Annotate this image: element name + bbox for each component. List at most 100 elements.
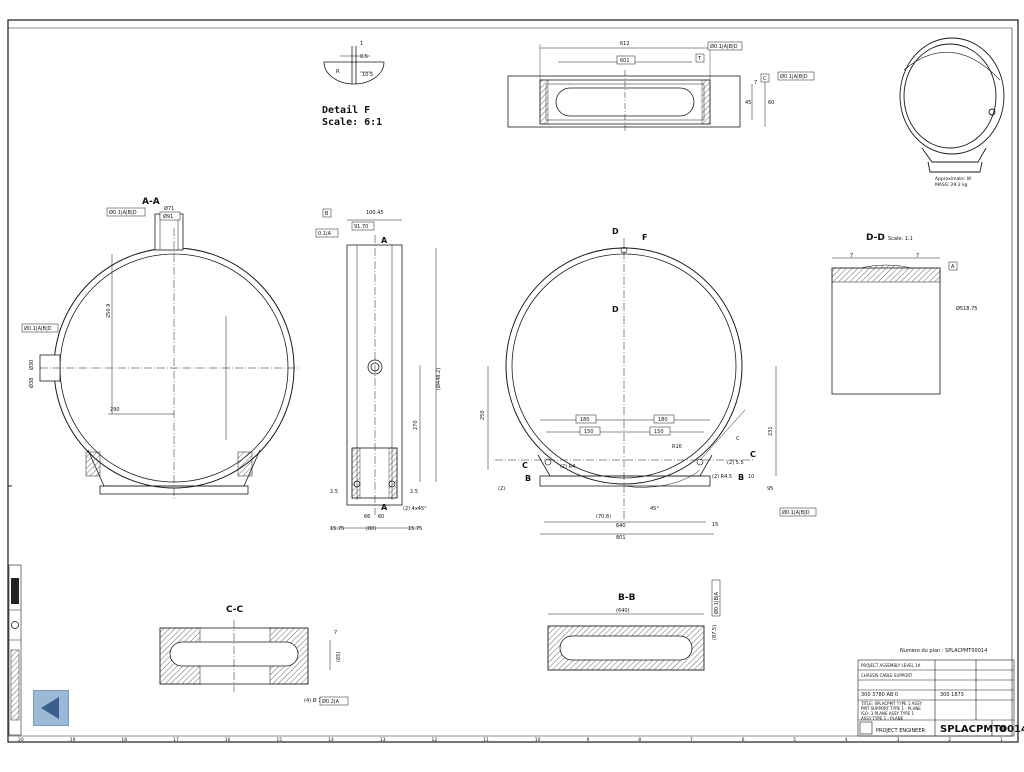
frame-index-label: 5: [793, 737, 796, 743]
section-bb-dim: (640): [616, 608, 629, 614]
front-view-dim: 150: [654, 429, 664, 435]
side-view: [330, 219, 437, 529]
front-view-dim: 95: [767, 486, 773, 492]
side-view-dim: 15.75: [408, 526, 422, 532]
frame-index-label: 18: [121, 737, 127, 743]
top-view-dim: C: [763, 76, 767, 82]
front-view-dim: 231: [768, 426, 774, 436]
side-view-section-marker: A: [381, 503, 388, 512]
title-block-row: PMT SUPPORT TYPE 1 - PLANE: [861, 706, 921, 711]
previous-page-button[interactable]: [33, 690, 69, 726]
front-view-dim: 180: [658, 417, 668, 423]
top-view-dim: 45: [745, 100, 751, 106]
section-dd-datum: A: [951, 264, 955, 270]
section-bb-tolerance: Ø0.1|B|A: [713, 591, 720, 614]
title-block-row: 300 3780 AB 0: [861, 692, 898, 698]
drawing-number: SPLACPMT0014: [940, 724, 1024, 735]
section-dd-view: [831, 257, 941, 395]
section-aa-view: [39, 213, 300, 500]
frame-index-label: 8: [638, 737, 641, 743]
title-block-row: ISO- 3 PLANE ASSY TYPE 1: [861, 711, 914, 716]
section-aa-dim: Ø38: [28, 378, 35, 388]
side-view-dim: (2) 4x45°: [403, 506, 427, 512]
section-bb-dim: (87.5): [712, 625, 718, 640]
side-view-dim: 91.70: [354, 224, 368, 230]
front-view-tolerance: Ø0.1|A|B|D: [782, 509, 810, 516]
section-cc-dim: 7: [334, 630, 337, 636]
front-view: [487, 238, 777, 535]
drawing-frame: [7, 19, 1019, 743]
side-view-dim: 2.5: [330, 489, 338, 495]
section-cc-dim: (4) Ø 12: [304, 697, 325, 704]
front-view-dim: 150: [584, 429, 594, 435]
front-view-dim: (2): [498, 486, 505, 492]
top-view-dim: 7: [754, 80, 757, 86]
frame-index-label: 20: [18, 737, 24, 743]
front-view-dim: C: [736, 436, 740, 442]
frame-index-label: 9: [587, 737, 590, 743]
frame-index-label: 13: [380, 737, 386, 743]
top-view-dim: 601: [620, 58, 630, 64]
front-view-dim: (2) 5.5: [727, 460, 744, 466]
section-dd-dim: 7: [916, 253, 919, 259]
frame-index-label: 17: [173, 737, 179, 743]
top-view-dim: 612: [620, 41, 630, 47]
top-view-dim: T: [697, 56, 702, 62]
frame-index-label: 2: [948, 737, 951, 743]
section-aa-label: A-A: [142, 197, 160, 207]
frame-index-label: 19: [70, 737, 76, 743]
section-cc-dim: (65): [336, 652, 342, 662]
frame-index-label: 15: [276, 737, 282, 743]
side-view-dim: 100.45: [366, 210, 384, 216]
title-block-row: ASSY TYPE 1 - PLANE: [861, 716, 904, 721]
front-view-dim: 801: [616, 535, 626, 541]
frame-index-label: 11: [483, 737, 489, 743]
section-aa-dim: Ø30: [28, 360, 35, 370]
section-aa-dim: Ø71: [164, 205, 174, 212]
section-dd-dim: Ø518.75: [956, 305, 977, 312]
section-cc-tolerance: Ø0.2|A: [322, 698, 340, 705]
isometric-view: [899, 37, 1005, 173]
top-view-dim: 60: [768, 100, 774, 106]
section-cc-label: C-C: [226, 605, 244, 615]
frame-index-label: 6: [742, 737, 745, 743]
left-margin-strip: [8, 564, 22, 736]
detail-f-dim: 10.5: [362, 72, 373, 78]
title-block-row: CHASSIS CABLE SUPPORT: [861, 673, 913, 678]
frame-index-label: 4: [845, 737, 848, 743]
side-view-datum: B: [325, 211, 329, 217]
section-aa-tolerance: Ø0.1|A|B|D: [109, 209, 137, 216]
side-view-dim: 60: [378, 514, 384, 520]
section-bb-label: B-B: [618, 593, 636, 603]
section-aa-dim: Ø91: [163, 213, 173, 220]
frame-index-label: 7: [690, 737, 693, 743]
section-aa-dim: 290: [110, 407, 120, 413]
top-view-tolerance: Ø0.1|A|B|D: [710, 43, 738, 50]
frame-index-label: 3: [897, 737, 900, 743]
frame-index-label: 1: [1000, 737, 1003, 743]
drawing-note: Numéro du plan : SPLACPMT00014: [900, 647, 987, 654]
side-view-dim: (Ø448.2): [435, 368, 442, 390]
section-dd-dim: 7: [850, 253, 853, 259]
section-aa-tolerance: Ø0.1|A|B|D: [24, 325, 52, 332]
detail-f-dim: R: [336, 69, 340, 75]
top-view-tolerance: Ø0.1|A|B|D: [780, 73, 808, 80]
side-view-dim: 66: [364, 514, 370, 520]
title-block-row: TITLE: SPLACPMT TYPE 1 ASSY: [860, 701, 922, 706]
front-view-label: B: [525, 474, 531, 483]
detail-f-dim: 1: [360, 41, 363, 47]
front-view-dim: 15: [712, 522, 718, 528]
section-aa-dim: 250.9: [106, 304, 112, 318]
front-view-label: D: [612, 227, 619, 236]
front-view-dim: (2) R4: [560, 464, 575, 470]
front-view-label: B: [738, 473, 744, 482]
section-dd-scale: Scale: 1:1: [888, 236, 913, 242]
title-block-row: 300 1873: [940, 692, 964, 698]
front-view-label: D: [612, 305, 619, 314]
isometric-caption: Approximate: W: [935, 176, 972, 182]
top-view: [507, 44, 766, 132]
front-view-dim: 45°: [650, 506, 659, 512]
front-view-dim: 640: [616, 523, 626, 529]
